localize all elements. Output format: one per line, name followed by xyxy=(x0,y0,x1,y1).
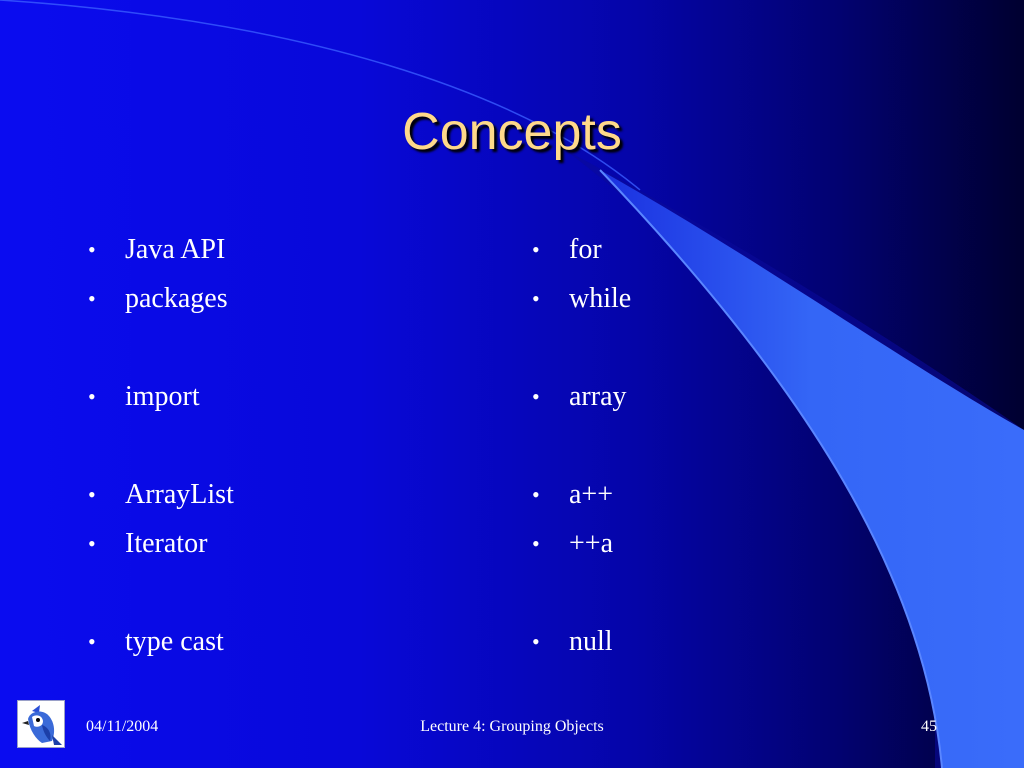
list-item: • Java API xyxy=(88,228,234,277)
list-item-text: import xyxy=(125,381,200,412)
list-item: • a++ xyxy=(532,473,631,522)
list-item-text: type cast xyxy=(125,626,224,657)
list-item-text: ArrayList xyxy=(125,479,234,510)
bullet-icon: • xyxy=(532,237,540,262)
bullet-icon: • xyxy=(532,531,540,556)
bullet-icon: • xyxy=(88,482,96,507)
footer-page-number: 45 xyxy=(921,718,937,735)
list-spacer xyxy=(532,571,631,620)
list-item-text: Iterator xyxy=(125,528,208,559)
bullet-icon: • xyxy=(532,384,540,409)
list-item-text: Java API xyxy=(125,234,226,265)
list-spacer xyxy=(88,571,234,620)
list-item-text: for xyxy=(569,234,602,265)
list-item: • null xyxy=(532,620,631,669)
list-item: • import xyxy=(88,375,234,424)
list-spacer xyxy=(532,424,631,473)
list-item: • Iterator xyxy=(88,522,234,571)
bullet-icon: • xyxy=(88,629,96,654)
list-item: • type cast xyxy=(88,620,234,669)
bullet-icon: • xyxy=(532,482,540,507)
bullet-icon: • xyxy=(532,286,540,311)
list-item: • while xyxy=(532,277,631,326)
bullet-icon: • xyxy=(532,629,540,654)
bluej-bird-icon xyxy=(17,700,65,748)
list-spacer xyxy=(532,326,631,375)
list-item-text: a++ xyxy=(569,479,614,510)
bullet-icon: • xyxy=(88,286,96,311)
bullet-icon: • xyxy=(88,531,96,556)
list-item: • array xyxy=(532,375,631,424)
right-bullet-list: • for • while • array • a++ • ++a • null xyxy=(532,228,631,669)
left-bullet-list: • Java API • packages • import • ArrayList •… xyxy=(88,228,234,669)
list-item-text: null xyxy=(569,626,613,657)
list-item-text: ++a xyxy=(569,528,614,559)
footer-lecture-title: Lecture 4: Grouping Objects xyxy=(420,718,604,735)
list-item: • ArrayList xyxy=(88,473,234,522)
footer-date: 04/11/2004 xyxy=(86,718,159,735)
list-item: • packages xyxy=(88,277,234,326)
list-spacer xyxy=(88,424,234,473)
list-spacer xyxy=(88,326,234,375)
slide-title: Concepts xyxy=(402,103,622,161)
bullet-icon: • xyxy=(88,384,96,409)
list-item-text: packages xyxy=(125,283,228,314)
list-item: • ++a xyxy=(532,522,631,571)
list-item-text: while xyxy=(569,283,632,314)
list-item-text: array xyxy=(569,381,627,412)
bullet-icon: • xyxy=(88,237,96,262)
list-item: • for xyxy=(532,228,631,277)
